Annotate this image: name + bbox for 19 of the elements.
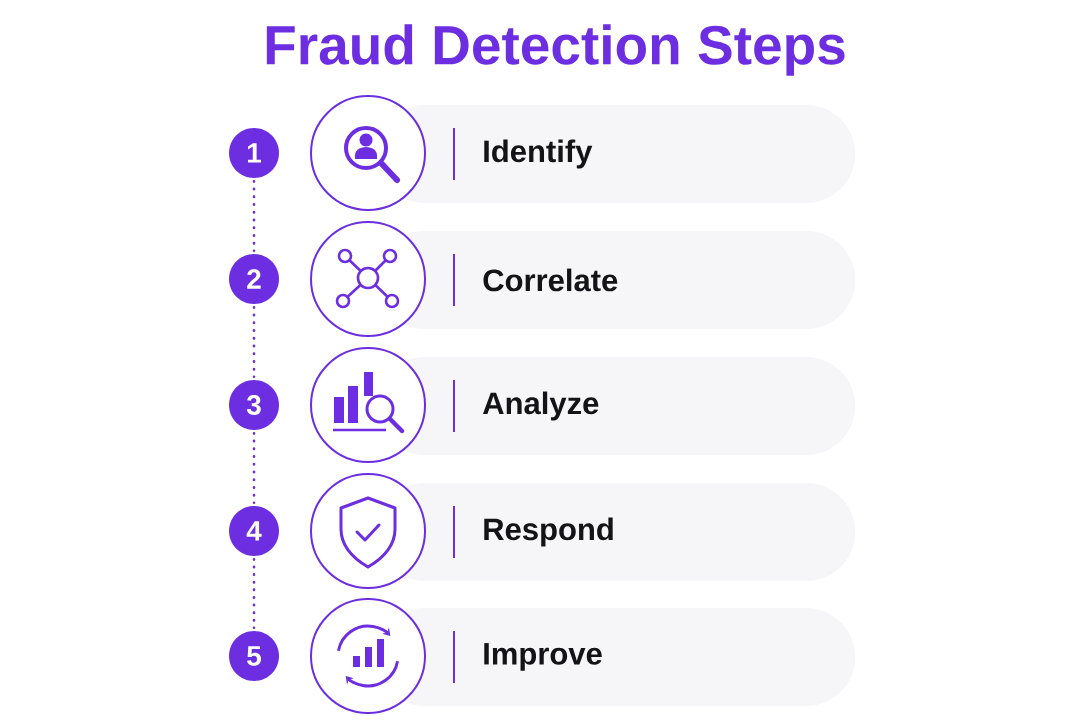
- step-pill: Respond: [375, 483, 856, 581]
- dotted-connector: [252, 557, 256, 630]
- dotted-connector: [252, 179, 256, 253]
- step-number: 5: [229, 631, 279, 681]
- icon-ring: [310, 473, 426, 589]
- title: Fraud Detection Steps: [266, 24, 845, 76]
- step-number: 2: [229, 254, 279, 304]
- icon-ring: [310, 221, 426, 337]
- icon-ring: [310, 95, 426, 211]
- step-pill: Analyze: [375, 357, 856, 455]
- step-pill: Identify: [375, 105, 856, 203]
- dotted-connector: [252, 431, 256, 505]
- step-number: 1: [229, 128, 279, 178]
- step-number: 3: [229, 380, 279, 430]
- step-pill: Correlate: [375, 231, 856, 329]
- dotted-connector: [252, 305, 256, 379]
- icon-ring: [310, 598, 426, 714]
- step-number: 4: [229, 506, 279, 556]
- step-pill: Improve: [375, 608, 856, 706]
